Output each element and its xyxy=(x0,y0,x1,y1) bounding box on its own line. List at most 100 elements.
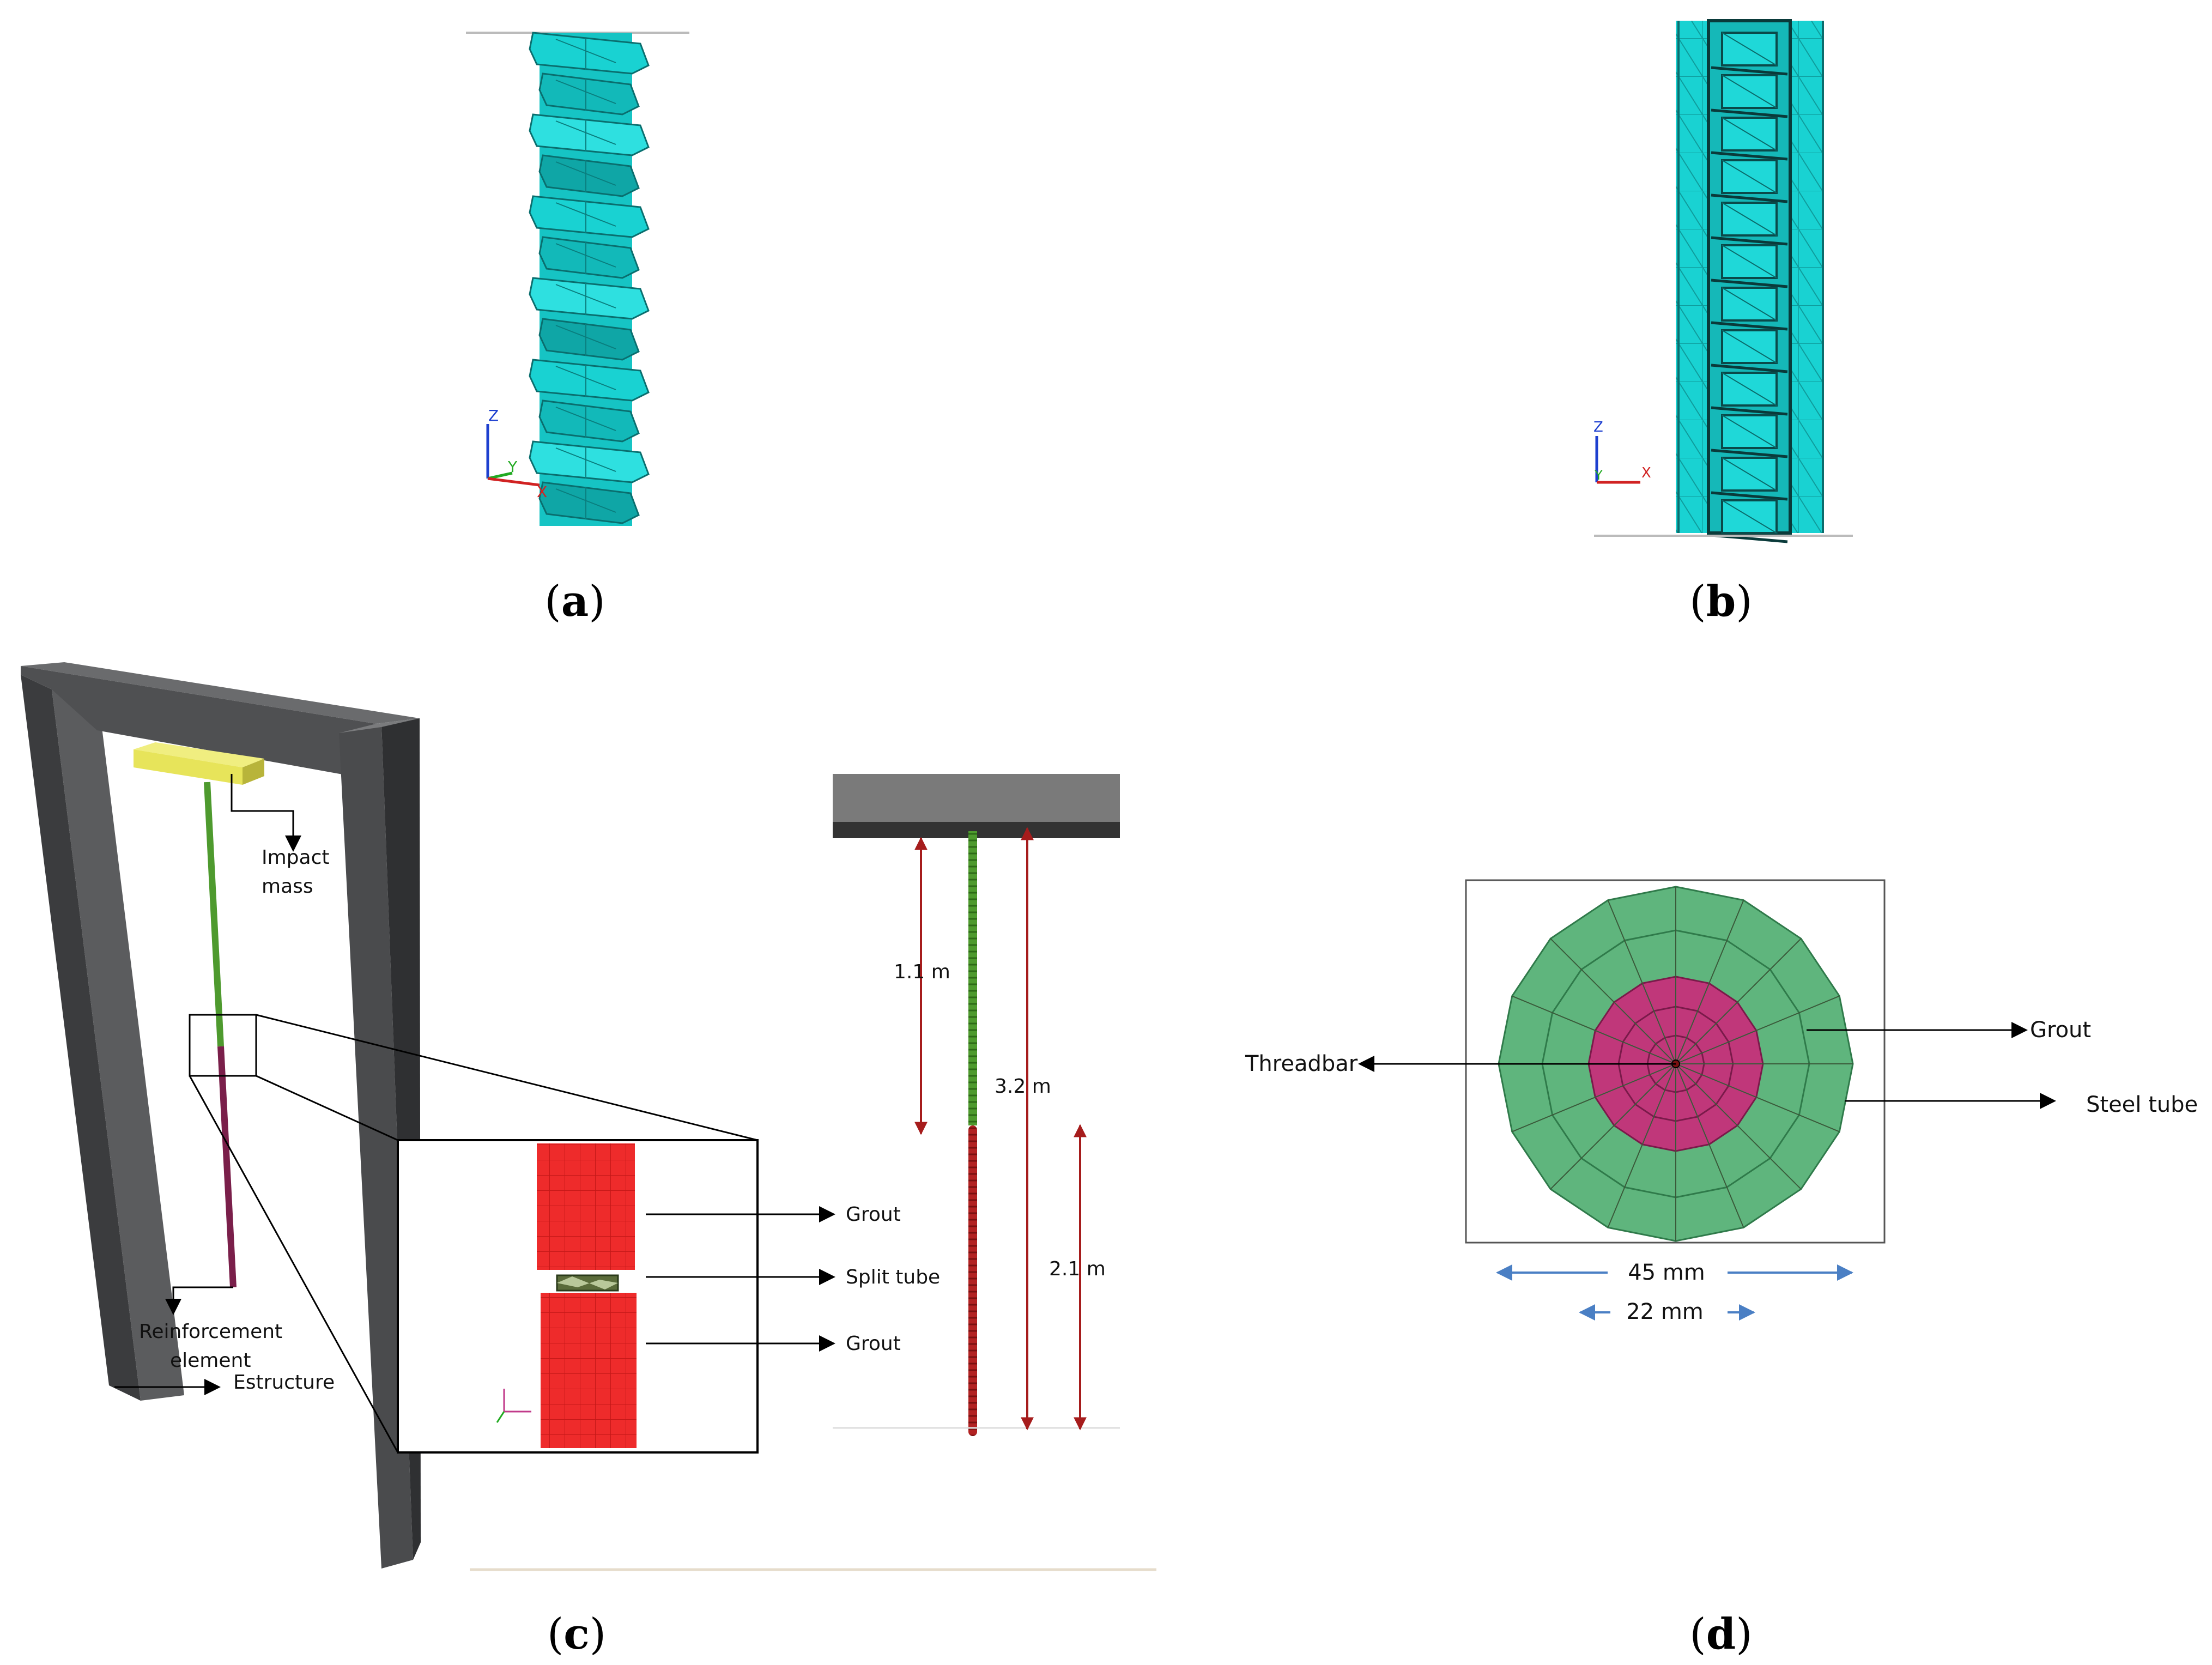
mesh-spoke xyxy=(1675,900,1744,1064)
test-frame xyxy=(21,662,421,1569)
z-axis-label: Z xyxy=(1593,419,1603,435)
thread-groove xyxy=(1711,364,1788,373)
tube-thread-pattern xyxy=(1711,32,1788,543)
thread-groove xyxy=(1711,151,1788,161)
dim-label-1-1: 1.1 m xyxy=(894,961,950,983)
z-axis-label: Z xyxy=(488,407,499,425)
bar-green-section xyxy=(968,831,977,1125)
dim-45-label: 45 mm xyxy=(1628,1260,1705,1285)
impact-mass-front xyxy=(134,749,243,785)
rib-facet-line xyxy=(555,284,616,308)
thread-rib xyxy=(529,195,650,238)
frame-left-post-side xyxy=(21,675,141,1401)
thread-rib xyxy=(529,277,650,320)
panel-d: Threadbar Grout Steel tube 45 mm 22 mm (… xyxy=(1245,879,2198,1659)
mesh-spoke xyxy=(1675,995,1840,1064)
thread-groove xyxy=(1711,66,1788,76)
thread-groove xyxy=(1711,449,1788,458)
reinforcement-bar-green xyxy=(204,782,224,1047)
frame-right-post-front xyxy=(339,724,413,1569)
threadbar-mesh xyxy=(529,32,650,526)
thread-facet-line xyxy=(1722,372,1777,406)
reinforcement-leader xyxy=(165,1286,233,1315)
rib-facet-line xyxy=(555,447,616,472)
thread-facet-line xyxy=(1722,160,1777,193)
grout-top-label: Grout xyxy=(846,1203,901,1226)
thread-facet-line xyxy=(1722,457,1777,491)
thread-rib xyxy=(529,113,650,156)
thread-facet-line xyxy=(1722,32,1777,66)
caption-b: (b) xyxy=(1689,577,1752,626)
thread-groove xyxy=(1711,193,1788,203)
rib-facet-line xyxy=(555,161,616,186)
frame-left-post-front xyxy=(52,688,184,1401)
thread-facet-line xyxy=(1722,202,1777,236)
panel-c: Impact mass Reinforcement element Estruc… xyxy=(21,662,1156,1659)
mesh-spoke xyxy=(1675,1063,1840,1133)
impact-mass-leader xyxy=(231,774,301,852)
thread-groove xyxy=(1711,321,1788,331)
rib-facet-line xyxy=(555,407,616,431)
panel-a: Z Y X (a) xyxy=(466,32,689,626)
caption-d: (d) xyxy=(1689,1609,1752,1659)
zoom-line-1 xyxy=(256,1014,758,1141)
thread-groove xyxy=(1711,236,1788,246)
mesh-spoke xyxy=(1550,1063,1676,1190)
thread-groove xyxy=(1711,491,1788,501)
axis-triad-a: Z Y X xyxy=(486,407,547,501)
mesh-spoke xyxy=(1550,938,1676,1064)
thread-facet-line xyxy=(1722,287,1777,321)
impact-mass-label-2: mass xyxy=(262,875,313,898)
rib-facet-line xyxy=(555,202,616,227)
thread-facet-line xyxy=(1722,415,1777,449)
mesh-spoke xyxy=(1512,995,1676,1064)
steel-tube-label: Steel tube xyxy=(2086,1092,2198,1117)
threadbar-label: Threadbar xyxy=(1245,1051,1358,1076)
detail-axis-y xyxy=(496,1411,505,1423)
thread-groove xyxy=(1711,278,1788,288)
impact-mass-label-1: Impact xyxy=(262,846,330,869)
frame-beam-top xyxy=(21,662,420,724)
y-axis-label: Y xyxy=(1594,468,1603,483)
zoom-line-3 xyxy=(189,1075,399,1453)
mesh-spoke xyxy=(1675,938,1802,1064)
mesh-spoke xyxy=(1607,900,1676,1064)
dim-22-label: 22 mm xyxy=(1626,1299,1704,1324)
grout-lower-segment xyxy=(541,1293,637,1448)
support-beam xyxy=(833,774,1120,822)
mesh-spoke xyxy=(1675,1063,1744,1228)
y-axis-label: Y xyxy=(507,458,518,476)
thread-facet-line xyxy=(1722,245,1777,278)
grout-label: Grout xyxy=(2030,1018,2091,1043)
rib-facet-line xyxy=(555,39,616,63)
panel-b: Z Y X (b) xyxy=(1593,19,1853,626)
caption-a: (a) xyxy=(544,577,605,626)
x-axis-label: X xyxy=(1641,465,1651,481)
frame-right-post-top xyxy=(339,718,420,733)
thread-rib xyxy=(529,32,650,75)
dim-label-2-1: 2.1 m xyxy=(1049,1258,1106,1280)
reinforcement-label-1: Reinforcement xyxy=(139,1321,282,1343)
reinforcement-bar-red xyxy=(217,1046,237,1288)
x-axis-label: X xyxy=(537,483,547,501)
dim-label-3-2: 3.2 m xyxy=(995,1075,1051,1098)
elevation-schematic: 1.1 m 3.2 m 2.1 m xyxy=(833,774,1120,1436)
mesh-spoke xyxy=(1607,1063,1676,1228)
grout-bottom-label: Grout xyxy=(846,1333,901,1355)
thread-facet-line xyxy=(1722,117,1777,151)
impact-mass xyxy=(134,742,264,785)
bar-red-section xyxy=(968,1125,977,1436)
rib-facet-line xyxy=(555,325,616,349)
rib-facet-line xyxy=(555,80,616,104)
grout-upper-segment xyxy=(537,1143,635,1270)
rib-facet-line xyxy=(555,488,616,513)
y-axis-line xyxy=(487,471,513,480)
thread-rib xyxy=(529,359,650,402)
split-tube-gap xyxy=(557,1276,618,1289)
grout-split-tube-detail xyxy=(496,1143,637,1448)
split-tube-label: Split tube xyxy=(846,1266,940,1288)
thread-groove xyxy=(1711,406,1788,416)
impact-mass-top xyxy=(134,742,264,767)
axis-triad-b: Z Y X xyxy=(1593,419,1651,484)
